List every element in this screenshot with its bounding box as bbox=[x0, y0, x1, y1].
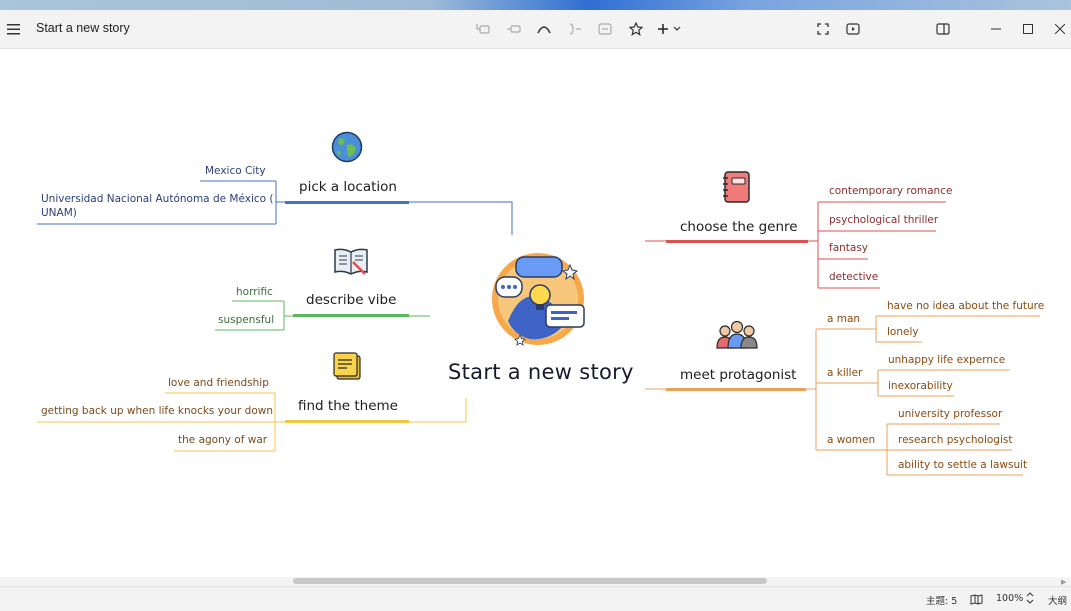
title-bar: Start a new story bbox=[0, 10, 1071, 49]
subtopic-unam-line1[interactable]: Universidad Nacional Autónoma de México … bbox=[41, 193, 274, 205]
subtopic-detective[interactable]: detective bbox=[829, 271, 878, 283]
minimize-icon[interactable] bbox=[987, 21, 1005, 37]
window-title: Start a new story bbox=[36, 21, 130, 35]
globe-icon bbox=[331, 131, 363, 163]
topic-meet-protagonist[interactable]: meet protagonist bbox=[680, 367, 796, 383]
chevron-down-icon[interactable] bbox=[671, 21, 683, 37]
topic-choose-genre[interactable]: choose the genre bbox=[680, 219, 798, 235]
subtopic-no-idea-future[interactable]: have no idea about the future bbox=[887, 300, 1044, 312]
subtopic-horrific[interactable]: horrific bbox=[236, 286, 273, 298]
zoom-stepper-icon[interactable] bbox=[1026, 591, 1034, 605]
subtopic-contemporary-romance[interactable]: contemporary romance bbox=[829, 185, 952, 197]
topic-describe-vibe[interactable]: describe vibe bbox=[306, 292, 396, 308]
scroll-right-arrow[interactable]: ▶ bbox=[1061, 578, 1066, 586]
subtopic-love-friendship[interactable]: love and friendship bbox=[168, 377, 269, 389]
subtopic-psychological-thriller[interactable]: psychological thriller bbox=[829, 214, 938, 226]
status-bar: 主题: 5 100% 大纲 bbox=[0, 586, 1071, 611]
idea-icon[interactable] bbox=[490, 251, 586, 347]
scrollbar-thumb[interactable] bbox=[293, 578, 767, 584]
maximize-icon[interactable] bbox=[1019, 21, 1037, 37]
subtopic-agony-of-war[interactable]: the agony of war bbox=[178, 434, 267, 446]
subtopic-unam-line2[interactable]: UNAM) bbox=[41, 207, 77, 219]
add-icon[interactable] bbox=[656, 21, 670, 37]
topic-find-theme[interactable]: find the theme bbox=[298, 398, 398, 414]
map-view-icon[interactable] bbox=[970, 592, 984, 604]
insert-child-icon[interactable] bbox=[474, 21, 492, 37]
subtopic-a-man[interactable]: a man bbox=[827, 313, 860, 325]
subtopic-a-killer[interactable]: a killer bbox=[827, 367, 862, 379]
zoom-level[interactable]: 100% bbox=[996, 593, 1023, 604]
subtopic-unhappy-life[interactable]: unhappy life expernce bbox=[888, 354, 1005, 366]
summary-icon[interactable] bbox=[566, 21, 584, 37]
subtopic-a-women[interactable]: a women bbox=[827, 434, 875, 446]
menu-icon[interactable] bbox=[5, 22, 21, 36]
subtopic-getting-back-up[interactable]: getting back up when life knocks your do… bbox=[41, 405, 273, 417]
subtopic-university-professor[interactable]: university professor bbox=[898, 408, 1002, 420]
people-icon bbox=[715, 319, 759, 349]
outline-toggle[interactable]: 大纲 bbox=[1048, 593, 1067, 607]
close-icon[interactable] bbox=[1051, 21, 1069, 37]
topic-pick-location[interactable]: pick a location bbox=[299, 179, 397, 195]
subtopic-suspensful[interactable]: suspensful bbox=[218, 314, 274, 326]
topic-count: 主题: 5 bbox=[926, 593, 957, 607]
subtopic-lonely[interactable]: lonely bbox=[887, 326, 919, 338]
subtopic-research-psychologist[interactable]: research psychologist bbox=[898, 434, 1012, 446]
subtopic-fantasy[interactable]: fantasy bbox=[829, 242, 868, 254]
book-icon bbox=[333, 246, 369, 278]
fullscreen-icon[interactable] bbox=[814, 21, 832, 37]
notebook-icon bbox=[721, 170, 753, 204]
horizontal-scrollbar[interactable]: ▶ bbox=[0, 577, 1071, 586]
relationship-icon[interactable] bbox=[535, 21, 553, 37]
presentation-icon[interactable] bbox=[844, 21, 862, 37]
panel-icon[interactable] bbox=[934, 21, 952, 37]
boundary-icon[interactable] bbox=[596, 21, 614, 37]
subtopic-settle-lawsuit[interactable]: ability to settle a lawsuit bbox=[898, 459, 1027, 471]
mind-map-canvas[interactable]: Start a new story pick a location Mexico… bbox=[0, 49, 1071, 577]
insert-sibling-icon[interactable] bbox=[505, 21, 523, 37]
marker-icon[interactable] bbox=[627, 20, 645, 38]
subtopic-inexorability[interactable]: inexorability bbox=[888, 380, 953, 392]
notes-icon bbox=[332, 351, 362, 381]
subtopic-mexico-city[interactable]: Mexico City bbox=[205, 165, 266, 177]
central-topic-label[interactable]: Start a new story bbox=[448, 360, 634, 384]
desktop-wallpaper-strip bbox=[0, 0, 1071, 10]
